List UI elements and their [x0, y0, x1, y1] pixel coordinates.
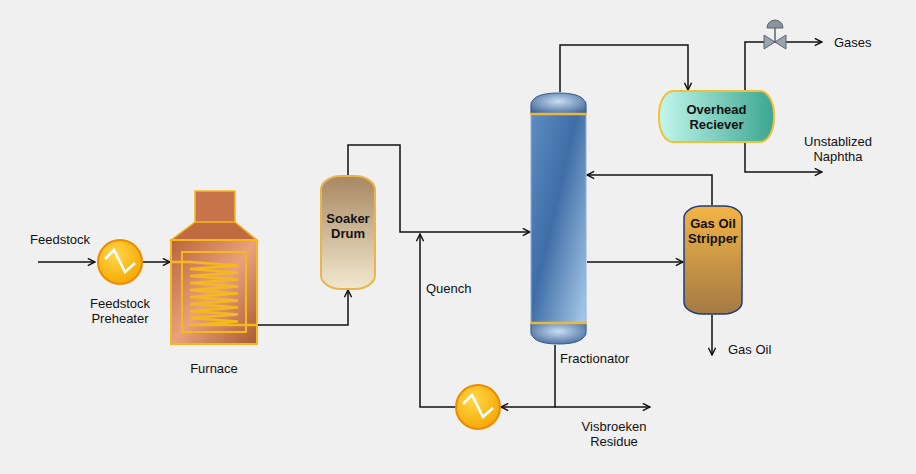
heat-exchanger-shape: [97, 239, 143, 285]
node-text: Fractionator: [560, 351, 650, 366]
node-text: Gas Oil Stripper: [686, 216, 740, 246]
node-label: Soaker Drum: [322, 211, 374, 241]
heat-exchanger: Feedstock Preheater: [97, 239, 143, 285]
quench-cooler: [456, 385, 500, 429]
node-label: Gas Oil Stripper: [686, 216, 740, 246]
product-label: Visbroeken Residue: [566, 419, 662, 449]
node-label: Fractionator: [560, 351, 650, 366]
process-stream: [587, 175, 712, 205]
fractionator-column: Fractionator: [530, 92, 587, 345]
label-text: Gases: [834, 35, 872, 50]
node-text: Soaker Drum: [322, 211, 374, 241]
product-label: Gases: [834, 35, 894, 50]
stream-label: Quench: [426, 281, 496, 296]
gas-oil-line: [711, 315, 713, 355]
label-text: Quench: [426, 281, 472, 296]
quench-line: [420, 234, 456, 407]
product-label: Unstablized Naphtha: [790, 134, 886, 164]
overhead-receiver: Overhead Reciever: [658, 90, 775, 143]
control-valve: [764, 20, 786, 49]
feed-label: Feedstock: [30, 232, 110, 247]
furnace-shape: [170, 190, 258, 345]
feed-line: [38, 261, 95, 263]
process-stream: [560, 45, 688, 92]
process-stream: [587, 261, 683, 263]
process-stream: [258, 290, 348, 325]
label-text: Unstablized Naphtha: [804, 134, 872, 164]
residue-line: [555, 345, 650, 407]
node-text: Furnace: [170, 361, 258, 376]
gas-line: [745, 42, 822, 90]
gas-oil-stripper: Gas Oil Stripper: [683, 205, 743, 315]
label-text: Feedstock: [30, 232, 90, 247]
node-label: Feedstock Preheater: [65, 296, 175, 326]
soaker-drum: Soaker Drum: [320, 175, 376, 290]
node-label: Furnace: [170, 361, 258, 376]
quench-line: [501, 406, 555, 408]
fractionator-column-shape: [530, 92, 587, 345]
furnace: Furnace: [170, 190, 258, 345]
product-label: Gas Oil: [728, 342, 798, 357]
label-text: Visbroeken Residue: [582, 419, 647, 449]
label-text: Gas Oil: [728, 342, 771, 357]
process-stream: [143, 261, 170, 263]
node-text: Feedstock Preheater: [65, 296, 175, 326]
node-text: Overhead Reciever: [675, 102, 759, 132]
node-label: Overhead Reciever: [675, 102, 759, 132]
